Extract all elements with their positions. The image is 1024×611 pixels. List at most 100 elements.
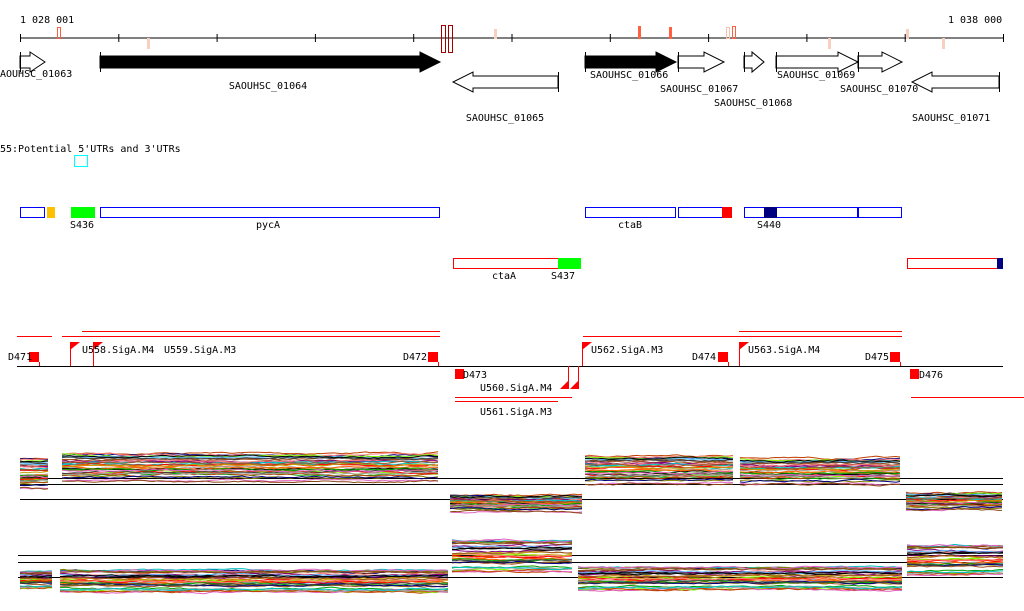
expression-trace	[19, 458, 49, 461]
expression-trace	[19, 463, 49, 466]
gene-arrow-icon[interactable]	[775, 51, 860, 73]
expression-trace	[451, 560, 573, 565]
expression-trace	[906, 561, 1004, 564]
gene-arrow-icon[interactable]	[910, 71, 1000, 93]
expression-trace	[59, 576, 449, 581]
gene-saouhsc_01070[interactable]: SAOUHSC_01070	[840, 51, 918, 95]
feature-box[interactable]	[47, 207, 55, 218]
feature-pycA[interactable]	[100, 207, 440, 218]
expression-trace	[19, 474, 49, 477]
gene-arrow-icon[interactable]	[857, 51, 904, 73]
promoter-flag-icon[interactable]	[739, 342, 749, 350]
gene-saouhsc_01067[interactable]: SAOUHSC_01067	[660, 51, 738, 95]
expression-trace	[584, 455, 734, 459]
gene-arrow-icon[interactable]	[677, 51, 726, 73]
expression-trace	[584, 465, 734, 470]
feature-box[interactable]	[997, 258, 1003, 269]
gene-saouhsc_01069[interactable]: SAOUHSC_01069	[775, 51, 860, 81]
expression-trace	[449, 507, 583, 511]
feature-ctaA[interactable]	[453, 258, 559, 269]
expression-trace	[451, 550, 573, 555]
gene-arrow-icon[interactable]	[584, 51, 678, 73]
terminator-icon[interactable]	[718, 352, 728, 362]
axis-marker	[448, 25, 453, 53]
expression-trace	[906, 559, 1004, 562]
expression-trace	[577, 585, 903, 590]
gene-saouhsc_01068[interactable]: SAOUHSC_01068	[714, 50, 792, 109]
expression-trace	[906, 551, 1004, 556]
expression-trace	[19, 477, 49, 481]
terminator-icon[interactable]	[890, 352, 900, 362]
expression-trace	[449, 509, 583, 514]
gene-aouhsc_01063[interactable]: AOUHSC_01063	[0, 51, 72, 80]
expression-trace	[59, 568, 449, 573]
expression-trace	[907, 549, 1004, 553]
expression-trace	[451, 547, 573, 552]
expression-trace	[739, 467, 901, 472]
expression-trace	[61, 451, 439, 456]
gene-label: AOUHSC_01063	[0, 69, 72, 80]
promoter-label: U560.SigA.M4	[480, 383, 552, 394]
expression-trace	[739, 478, 901, 483]
expression-trace	[59, 576, 448, 581]
feature-label: S436	[70, 220, 94, 231]
gene-saouhsc_01066[interactable]: SAOUHSC_01066	[584, 51, 678, 81]
promoter-flag-icon[interactable]	[70, 342, 80, 350]
expression-trace	[20, 577, 53, 580]
feature-ctaB[interactable]	[585, 207, 676, 218]
expression-trace	[584, 463, 734, 467]
expression-trace	[906, 551, 1004, 556]
gene-saouhsc_01065[interactable]: SAOUHSC_01065	[451, 71, 559, 124]
expression-trace	[577, 579, 903, 583]
axis-marker	[494, 29, 497, 39]
srna-feature-s436[interactable]	[71, 207, 95, 218]
terminator-icon[interactable]	[428, 352, 438, 362]
gene-saouhsc_01064[interactable]: SAOUHSC_01064	[99, 51, 442, 92]
axis-marker	[828, 38, 831, 49]
expression-trace	[451, 559, 573, 563]
gene-arrow-icon[interactable]	[99, 51, 442, 73]
feature-box[interactable]	[858, 207, 902, 218]
feature-box[interactable]	[744, 207, 858, 218]
gene-saouhsc_01071[interactable]: SAOUHSC_01071	[910, 71, 1000, 124]
promoter-flag-icon[interactable]	[570, 381, 578, 389]
terminator-icon[interactable]	[29, 352, 39, 362]
axis-marker	[441, 25, 446, 53]
expression-trace	[451, 566, 573, 570]
expression-trace	[584, 469, 734, 472]
expression-trace	[19, 481, 49, 484]
expression-trace	[61, 467, 439, 472]
expression-trace	[61, 478, 439, 483]
feature-box[interactable]	[678, 207, 724, 218]
promoter-flag-icon[interactable]	[582, 342, 592, 350]
terminator-icon[interactable]	[910, 369, 919, 379]
promoter-flag-icon[interactable]	[93, 342, 103, 350]
expression-trace	[61, 479, 439, 484]
expression-trace	[577, 577, 903, 581]
terminator-icon[interactable]	[455, 369, 464, 379]
feature-track: S436 pycA ctaB S440 ctaA S437	[20, 207, 1003, 282]
track-legend-box[interactable]	[74, 155, 88, 167]
gene-arrow-icon[interactable]	[451, 71, 559, 93]
expression-trace	[19, 475, 49, 478]
gene-arrow-icon[interactable]	[19, 51, 46, 73]
expression-trace	[906, 545, 1004, 549]
feature-box[interactable]	[20, 207, 45, 218]
expression-trace	[577, 573, 903, 578]
expression-trace	[906, 562, 1004, 567]
gene-label: SAOUHSC_01067	[660, 84, 738, 95]
expression-trace	[584, 478, 734, 482]
srna-feature-s437[interactable]	[558, 258, 581, 269]
expression-trace	[905, 503, 1003, 508]
expression-trace	[739, 482, 901, 487]
expression-trace	[905, 493, 1002, 498]
expression-trace	[59, 582, 449, 587]
expression-trace	[20, 581, 53, 585]
feature-box[interactable]	[722, 207, 732, 218]
promoter-flag-icon[interactable]	[560, 381, 568, 389]
feature-box[interactable]	[907, 258, 998, 269]
axis-marker	[57, 27, 61, 39]
srna-feature-s440[interactable]	[764, 207, 777, 218]
expression-trace	[19, 574, 53, 577]
gene-arrow-icon[interactable]	[743, 50, 765, 74]
